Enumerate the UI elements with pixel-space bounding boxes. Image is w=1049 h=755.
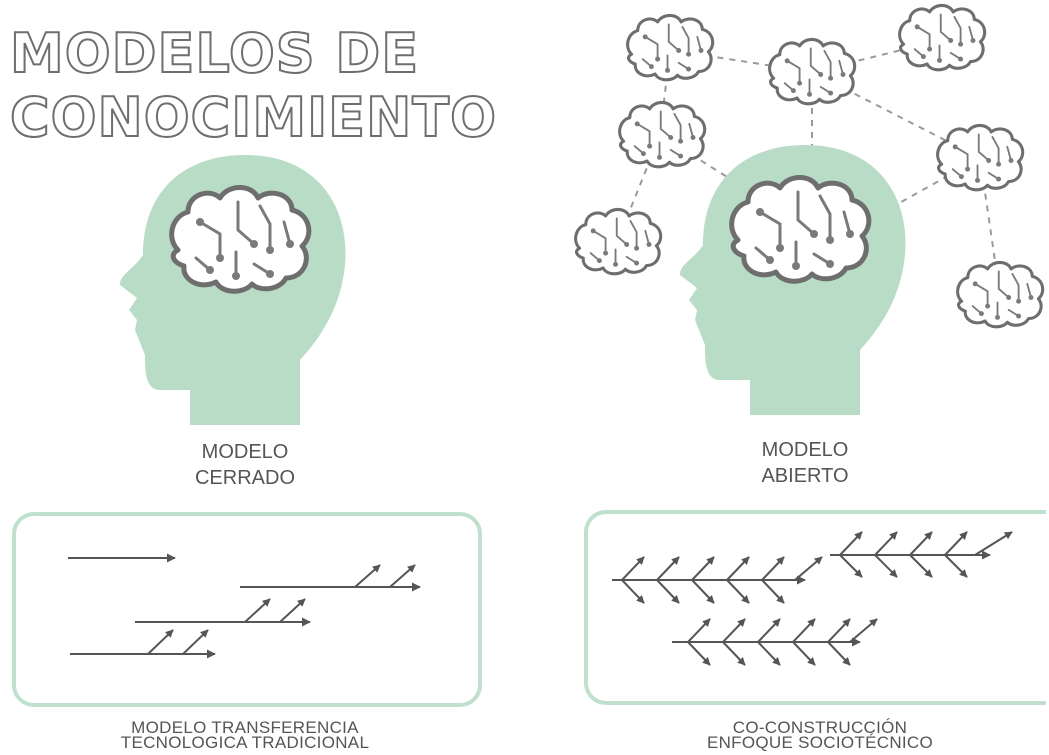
closed-model-line-2: CERRADO xyxy=(194,467,295,489)
co-construction-label: CO-CONSTRUCCIÓN ENFOQUE SOCIOTÉCNICO xyxy=(670,718,970,752)
satellite-brain-icon xyxy=(626,13,715,82)
title-line-1: MODELOS DE xyxy=(9,21,420,86)
co-construction-line-1: CO-CONSTRUCCIÓN xyxy=(732,718,908,737)
open-brain-icon xyxy=(732,178,869,282)
satellite-brain-icon xyxy=(768,37,857,106)
traditional-transfer-box xyxy=(12,512,482,707)
open-model-line-2: ABIERTO xyxy=(761,465,849,487)
closed-model-label: MODELO CERRADO xyxy=(165,439,325,491)
traditional-transfer-label: MODELO TRANSFERENCIA TECNOLOGICA TRADICI… xyxy=(80,718,410,752)
satellite-brain-icon xyxy=(936,123,1025,192)
satellite-brain-icon xyxy=(956,260,1045,329)
satellite-brain-icon xyxy=(618,100,707,169)
traditional-transfer-arrows xyxy=(68,553,421,659)
traditional-transfer-line-2: TECNOLOGICA TRADICIONAL xyxy=(120,733,370,752)
title-line-2: CONOCIMIENTO xyxy=(9,85,498,150)
closed-brain-icon xyxy=(172,188,309,292)
co-construction-arrows xyxy=(612,531,1013,666)
page-title: MODELOS DE CONOCIMIENTO xyxy=(9,21,498,150)
satellite-brain-icon xyxy=(574,207,663,276)
co-construction-line-2: ENFOQUE SOCIOTÉCNICO xyxy=(706,733,934,752)
traditional-transfer-line-1: MODELO TRANSFERENCIA xyxy=(131,718,359,737)
open-model-label: MODELO ABIERTO xyxy=(725,437,885,489)
satellite-brain-icon xyxy=(898,3,987,72)
closed-model-line-1: MODELO xyxy=(201,441,289,463)
co-construction-box xyxy=(584,510,1046,705)
open-model-line-1: MODELO xyxy=(761,439,849,461)
